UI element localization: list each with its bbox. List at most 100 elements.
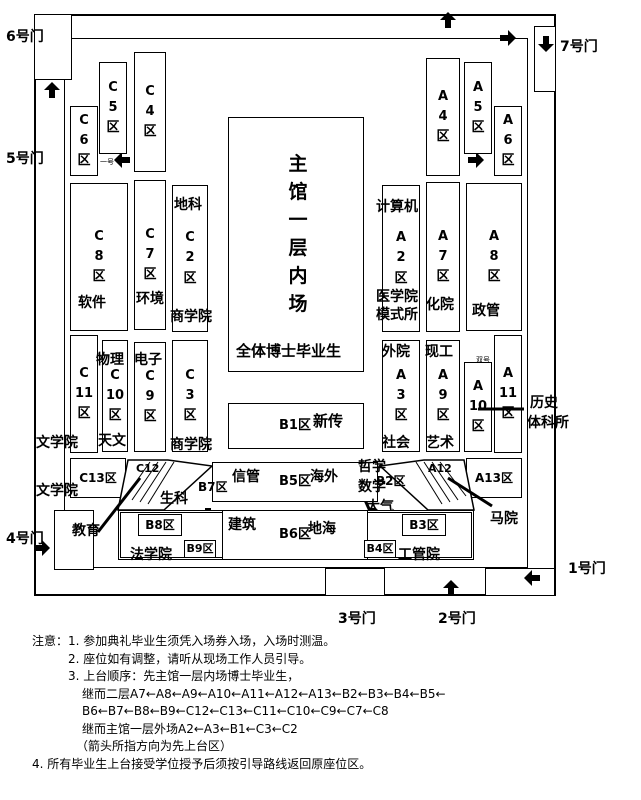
arrow-left-icon — [524, 570, 540, 586]
zone-b7[interactable]: B7区 — [198, 480, 228, 494]
zone-b2[interactable]: B2区 — [376, 474, 406, 488]
stair-bottom-left — [54, 510, 94, 570]
zone-c13[interactable]: C13区 — [70, 458, 126, 498]
door-note: 一号 — [100, 158, 114, 166]
note-line: 注意：1. 参加典礼毕业生须凭入场券入场，入场时测温。 — [32, 634, 336, 648]
college-shengke: 生科 — [160, 491, 188, 507]
gate-7: 7号门 — [560, 39, 598, 55]
college-haiwai: 海外 — [310, 469, 338, 485]
zone-b5[interactable]: B5区 — [212, 462, 378, 502]
note-line: B6←B7←B8←B9←C12←C13←C11←C10←C9←C7←C8 — [82, 704, 389, 718]
zone-a12[interactable]: A12 — [428, 462, 452, 475]
arrow-up-icon — [44, 82, 60, 98]
note-line: 继而主馆一层外场A2←A3←B1←C3←C2 — [82, 721, 298, 736]
college-shangxueyuan-1: 商学院 — [170, 309, 212, 325]
gate-1: 1号门 — [568, 561, 606, 577]
note-line: 2. 座位如有调整，请听从现场工作人员引导。 — [68, 651, 312, 666]
note-line: 4. 所有毕业生上台接受学位授予后须按引导路线返回原座位区。 — [32, 756, 372, 771]
arrow-right-icon — [34, 540, 50, 556]
college-jiaoyu: 教育 — [72, 523, 100, 539]
stair-bottom-right — [485, 568, 555, 596]
arrow-left-icon — [114, 152, 130, 168]
main-arena — [228, 117, 364, 372]
arrow-down-icon — [538, 36, 554, 52]
college-huayuan: 化院 — [426, 297, 454, 313]
college-faxueyuan: 法学院 — [130, 547, 172, 563]
gate-4: 4号门 — [6, 531, 44, 547]
arena-title: 主 馆 一 层 内 场 — [288, 153, 308, 315]
college-lishi: 历史 — [530, 395, 558, 411]
arrow-right-icon — [468, 152, 484, 168]
college-wenxueyuan-1: 文学院 — [36, 435, 78, 451]
zone-a13[interactable]: A13区 — [466, 458, 522, 498]
zone-b8[interactable]: B8区 — [138, 514, 182, 536]
zone-b9[interactable]: B9区 — [184, 540, 216, 558]
gate-2: 2号门 — [438, 611, 476, 627]
college-zhexue: 哲学 — [358, 459, 386, 475]
stair-bottom-mid — [325, 568, 385, 596]
college-jianzhu: 建筑 — [228, 517, 256, 533]
college-wuli: 物理 — [96, 352, 124, 368]
note-line: 继而二层A7←A8←A9←A10←A11←A12←A13←B2←B3←B4←B5… — [82, 686, 446, 701]
arrow-up-icon — [440, 12, 456, 28]
door-note: 双号 — [476, 356, 490, 364]
zone-b6[interactable]: B6区 — [222, 510, 368, 560]
college-dihai: 地海 — [308, 521, 336, 537]
college-dianzi: 电子 — [134, 352, 162, 368]
zone-c12[interactable]: C12 — [136, 462, 160, 475]
note-line: 3. 上台顺序：先主馆一层内场博士毕业生， — [68, 669, 300, 683]
note-line: （箭头所指方向为先上台区） — [76, 739, 233, 753]
college-tianwen: 天文 — [98, 433, 126, 449]
college-yixueyuan: 医学院 — [376, 289, 418, 305]
gate-3: 3号门 — [338, 611, 376, 627]
notes-section: 注意：1. 参加典礼毕业生须凭入场券入场，入场时测温。 2. 座位如有调整，请听… — [32, 633, 632, 773]
college-mayuan: 马院 — [490, 511, 518, 527]
college-yishu: 艺术 — [426, 435, 454, 451]
college-xinchuan: 新传 — [313, 412, 344, 430]
arrow-right-icon — [500, 30, 516, 46]
college-mosuo: 模式所 — [376, 307, 418, 323]
college-huanjing: 环境 — [136, 291, 164, 307]
gate-5: 5号门 — [6, 151, 44, 167]
arena-caption: 全体博士毕业生 — [236, 342, 342, 360]
college-shehui: 社会 — [382, 435, 410, 451]
zone-b1[interactable]: B1区 — [228, 403, 364, 449]
college-dike: 地科 — [174, 197, 202, 213]
college-shangxueyuan-2: 商学院 — [170, 437, 212, 453]
college-ruanjian: 软件 — [78, 295, 106, 311]
college-xinguan: 信管 — [232, 469, 260, 485]
college-zhengguan: 政管 — [472, 303, 500, 319]
college-shuxue: 数学 — [358, 479, 386, 495]
college-tiwen: 体科所 — [527, 415, 569, 431]
college-wenxueyuan-2: 文学院 — [36, 483, 78, 499]
college-jisuanji: 计算机 — [376, 199, 418, 215]
stair-top-left — [34, 14, 72, 80]
college-waiyuan: 外院 — [382, 344, 410, 360]
stair-top-right — [534, 26, 556, 92]
gate-6: 6号门 — [6, 29, 44, 45]
zone-b4[interactable]: B4区 — [364, 540, 396, 558]
arrow-up-icon — [443, 580, 459, 596]
college-xiangong: 现工 — [425, 344, 453, 360]
zone-b3[interactable]: B3区 — [402, 514, 446, 536]
